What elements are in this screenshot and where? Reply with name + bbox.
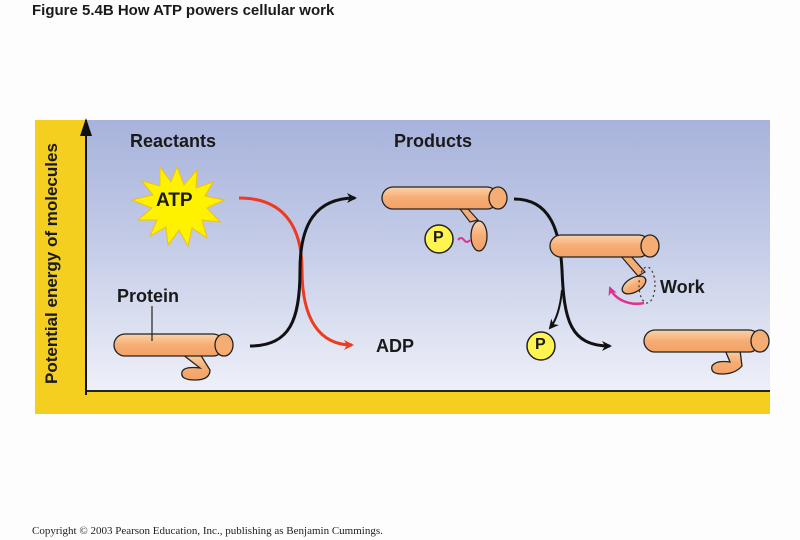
products-label: Products bbox=[394, 131, 473, 151]
phosphate-attached-label: P bbox=[433, 229, 444, 246]
atp-to-adp-arrow bbox=[238, 196, 354, 350]
protein-label: Protein bbox=[117, 286, 180, 306]
work-label: Work bbox=[660, 277, 705, 297]
phosphate-released-label: P bbox=[535, 336, 546, 353]
atp-label: ATP bbox=[156, 190, 193, 211]
figure-title: Figure 5.4B How ATP powers cellular work bbox=[32, 2, 335, 19]
phosphate-attached-icon bbox=[424, 224, 454, 254]
adp-label: ADP bbox=[376, 336, 415, 356]
phosphorylated-protein bbox=[381, 186, 508, 252]
product-to-work-arrow bbox=[513, 197, 612, 351]
y-axis-arrow bbox=[80, 118, 92, 395]
phosphate-release-arrow bbox=[548, 289, 563, 330]
protein-to-product-arrow bbox=[249, 193, 357, 348]
working-protein bbox=[549, 234, 660, 305]
phosphate-released-icon bbox=[526, 331, 556, 361]
reactants-label: Reactants bbox=[130, 131, 217, 151]
protein-final bbox=[643, 329, 770, 375]
copyright-notice: Copyright © 2003 Pearson Education, Inc.… bbox=[32, 525, 383, 537]
atp-star-icon bbox=[130, 165, 226, 248]
protein-reactant bbox=[113, 306, 234, 381]
